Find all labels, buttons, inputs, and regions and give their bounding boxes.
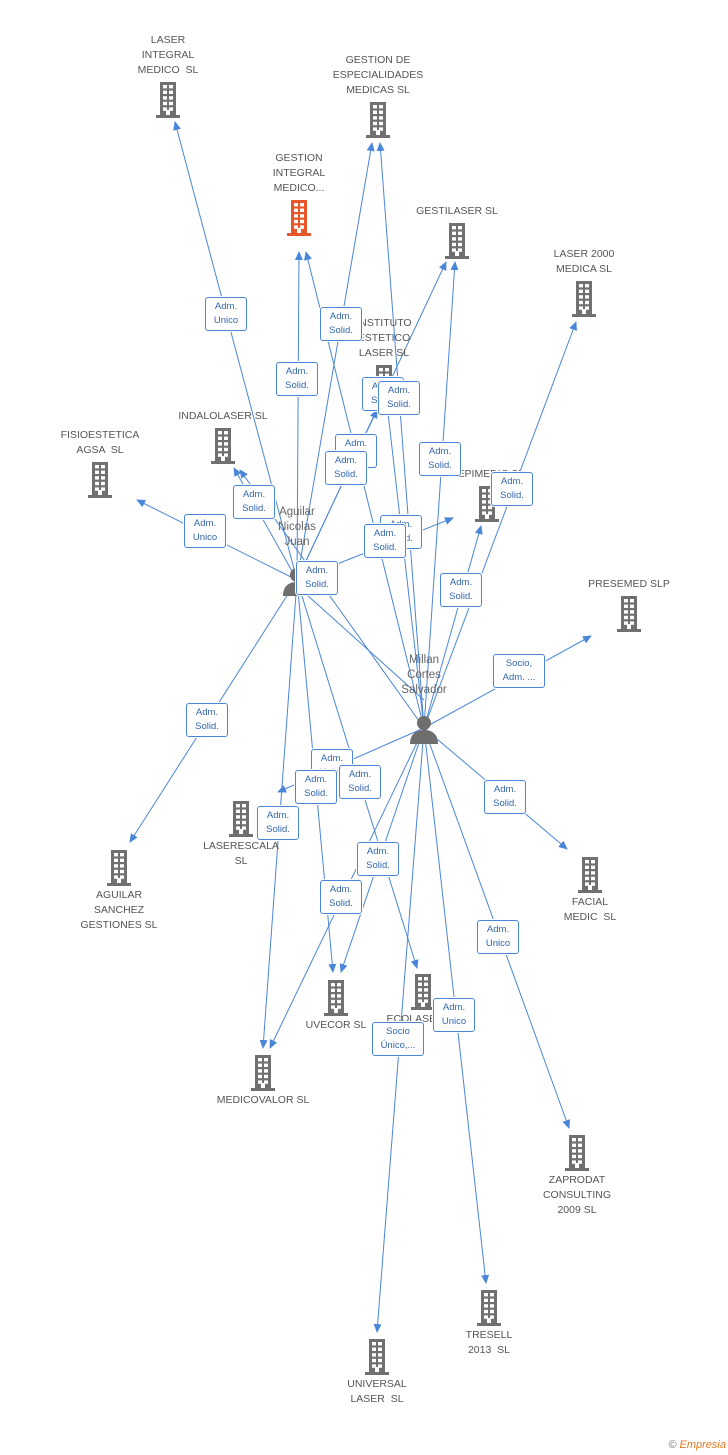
building-icon xyxy=(363,102,393,143)
edge-aguilar-gestilaser xyxy=(296,261,447,581)
person-icon[interactable] xyxy=(409,714,439,749)
role-label[interactable]: Adm. Solid. xyxy=(233,485,275,519)
building-icon xyxy=(362,1339,392,1380)
role-label[interactable]: Adm. Solid. xyxy=(440,573,482,607)
company-label-presemed[interactable]: PRESEMED SLP xyxy=(588,578,670,590)
company-label-gestion-integral[interactable]: GESTION INTEGRAL MEDICO... xyxy=(272,152,326,194)
company-label-universal[interactable]: UNIVERSAL LASER SL xyxy=(347,1378,407,1405)
company-label-laserescala[interactable]: LASERESCALA SL xyxy=(203,840,279,867)
role-label[interactable]: Socio, Adm. ... xyxy=(493,654,545,688)
building-icon xyxy=(474,1290,504,1331)
edge-aguilar-millan xyxy=(296,585,425,701)
company-label-tresell[interactable]: TRESELL 2013 SL xyxy=(465,1329,513,1356)
company-label-indalolaser[interactable]: INDALOLASER SL xyxy=(178,410,268,422)
building-icon xyxy=(614,596,644,637)
company-label-instituto[interactable]: INSTITUTO ESTETICO LASER SL xyxy=(356,317,412,359)
role-label[interactable]: Adm. Solid. xyxy=(484,780,526,814)
company-label-facial-medic[interactable]: FACIAL MEDIC SL xyxy=(563,896,617,923)
building-icon xyxy=(208,428,238,469)
building-icon xyxy=(104,850,134,891)
role-label[interactable]: Adm. Solid. xyxy=(320,307,362,341)
building-icon xyxy=(153,82,183,123)
role-label[interactable]: Adm. Unico xyxy=(433,998,475,1032)
role-label[interactable]: Adm. Solid. xyxy=(325,451,367,485)
role-label[interactable]: Adm. Solid. xyxy=(491,472,533,506)
role-label[interactable]: Adm. Solid. xyxy=(364,524,406,558)
person-label-aguilar[interactable]: Aguilar Nicolas Juan xyxy=(278,506,316,548)
role-label[interactable]: Adm. Solid. xyxy=(296,561,338,595)
edge-millan-instituto xyxy=(383,403,425,729)
edge-millan-laser2000 xyxy=(423,321,577,729)
building-icon xyxy=(284,200,314,241)
building-icon xyxy=(321,980,351,1021)
building-icon xyxy=(226,801,256,842)
edge-millan-gestilaser xyxy=(423,261,459,729)
role-label[interactable]: Adm. Unico xyxy=(477,920,519,954)
company-label-gestion-especialidades[interactable]: GESTION DE ESPECIALIDADES MEDICAS SL xyxy=(332,54,424,96)
footer-brand[interactable]: © Empresia xyxy=(668,1439,726,1451)
building-icon xyxy=(248,1055,278,1096)
company-label-gestilaser[interactable]: GESTILASER SL xyxy=(416,205,498,217)
brand-name: Empresia xyxy=(679,1439,726,1451)
company-label-medicovalor[interactable]: MEDICOVALOR SL xyxy=(216,1094,310,1106)
edge-aguilar-laser_integral xyxy=(173,121,298,581)
building-icon xyxy=(562,1135,592,1176)
building-icon xyxy=(442,223,472,264)
role-label[interactable]: Adm. Solid. xyxy=(419,442,461,476)
role-label[interactable]: Adm. Solid. xyxy=(295,770,337,804)
building-icon xyxy=(575,857,605,898)
person-label-millan[interactable]: Millan Cortes Salvador xyxy=(401,654,447,696)
role-label[interactable]: Socio Único,... xyxy=(372,1022,424,1056)
building-icon xyxy=(85,462,115,503)
edge-millan-depimedic xyxy=(423,525,483,729)
edge-aguilar-gestion_especialidades xyxy=(296,142,375,581)
role-label[interactable]: Adm. Solid. xyxy=(257,806,299,840)
company-label-zaprodat[interactable]: ZAPRODAT CONSULTING 2009 SL xyxy=(542,1174,612,1216)
role-label[interactable]: Adm. Unico xyxy=(184,514,226,548)
role-label[interactable]: Adm. Solid. xyxy=(357,842,399,876)
role-label[interactable]: Adm. Solid. xyxy=(339,765,381,799)
company-label-laser-integral[interactable]: LASER INTEGRAL MEDICO SL xyxy=(137,34,199,76)
company-label-laser2000[interactable]: LASER 2000 MEDICA SL xyxy=(553,248,615,275)
edge-aguilar-gestion_integral xyxy=(294,251,303,581)
role-label[interactable]: Adm. Unico xyxy=(205,297,247,331)
company-label-fisioestetica[interactable]: FISIOESTETICA AGSA SL xyxy=(60,429,140,456)
copyright-symbol: © xyxy=(668,1439,677,1451)
role-label[interactable]: Adm. Solid. xyxy=(378,381,420,415)
role-label[interactable]: Adm. Solid. xyxy=(320,880,362,914)
role-label[interactable]: Adm. Solid. xyxy=(276,362,318,396)
building-icon xyxy=(408,974,438,1015)
edge-millan-gestion_especialidades xyxy=(376,142,425,729)
building-icon xyxy=(569,281,599,322)
role-label[interactable]: Adm. Solid. xyxy=(186,703,228,737)
company-label-uvecor[interactable]: UVECOR SL xyxy=(305,1019,367,1031)
company-label-aguilar-sanchez[interactable]: AGUILAR SANCHEZ GESTIONES SL xyxy=(80,889,158,931)
